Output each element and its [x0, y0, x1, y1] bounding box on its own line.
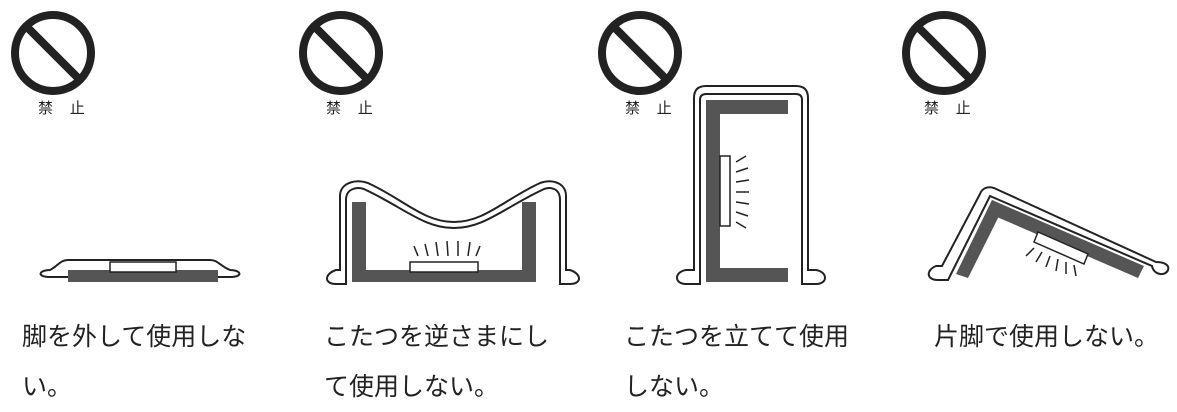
panel-1-illustration	[11, 11, 241, 282]
panel-standing: 禁 止 こたつを立てて使用 しない。	[588, 0, 882, 401]
kotatsu-inverted-illustration	[326, 180, 580, 285]
panel-2-illustration	[299, 11, 580, 285]
kotatsu-flat-illustration	[39, 259, 241, 282]
caption-line-1: こたつを立てて使用	[624, 322, 850, 351]
kotatsu-single-leg-illustration	[927, 186, 1170, 281]
panel-upside-down: 禁 止 こたつを逆さまにし て使用しない。	[294, 0, 588, 401]
prohibit-label: 禁 止	[326, 99, 379, 117]
caption: 脚を外して使用しな い。	[22, 312, 246, 412]
prohibition-icon	[598, 11, 682, 95]
prohibition-icon	[299, 11, 383, 95]
prohibit-label: 禁 止	[924, 99, 977, 117]
caption-line-1: 脚を外して使用しな	[22, 322, 247, 351]
prohibit-label: 禁 止	[38, 99, 91, 117]
panel-3-illustration	[598, 11, 826, 285]
kotatsu-upright-illustration	[676, 85, 826, 285]
caption-line-1: 片脚で使用しない。	[934, 322, 1160, 351]
panel-single-leg: 禁 止 片脚で使用しない。	[882, 0, 1176, 397]
prohibit-label: 禁 止	[625, 99, 678, 117]
caption: こたつを逆さまにし て使用しない。	[324, 312, 549, 412]
caption-line-1: こたつを逆さまにし	[324, 322, 550, 351]
caption-line-2: しない。	[624, 372, 725, 401]
panel-legs-removed: 禁 止 脚を外して使用しな い。	[0, 0, 294, 401]
prohibition-icon	[11, 11, 95, 95]
caption: 片脚で使用しない。	[934, 312, 1159, 362]
panel-4-illustration	[902, 11, 1170, 281]
prohibition-icon	[902, 11, 986, 95]
caption: こたつを立てて使用 しない。	[624, 312, 849, 412]
caption-line-2: い。	[22, 372, 73, 401]
caption-line-2: て使用しない。	[324, 372, 500, 401]
